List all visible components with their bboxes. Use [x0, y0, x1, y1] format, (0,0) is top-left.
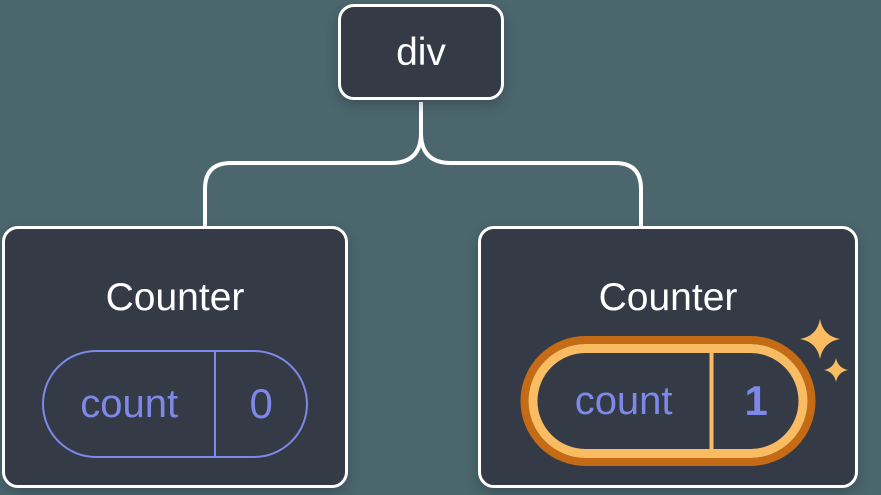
state-pill-highlighted: count 1 — [520, 336, 816, 466]
counter-right-title: Counter — [598, 276, 738, 319]
counter-node-left: Counter count 0 — [2, 226, 348, 488]
counter-left-title: Counter — [105, 276, 245, 319]
sparkles-icon — [800, 319, 848, 382]
counter-node-right: Counter count 1 — [478, 226, 858, 488]
connector-right-branch — [419, 102, 643, 228]
state-name-label: count — [44, 352, 217, 456]
state-value: 0 — [249, 380, 273, 427]
state-pill-highlighted-inner: count 1 — [528, 344, 808, 458]
state-pill: count 0 — [42, 350, 308, 458]
root-node-label: div — [396, 30, 446, 74]
sparkle-large — [800, 319, 840, 359]
sparkle-small — [824, 358, 848, 382]
connector-left-branch — [203, 102, 423, 228]
root-node-div: div — [338, 4, 504, 100]
state-name-label: count — [538, 353, 714, 449]
state-value: 1 — [744, 377, 768, 424]
